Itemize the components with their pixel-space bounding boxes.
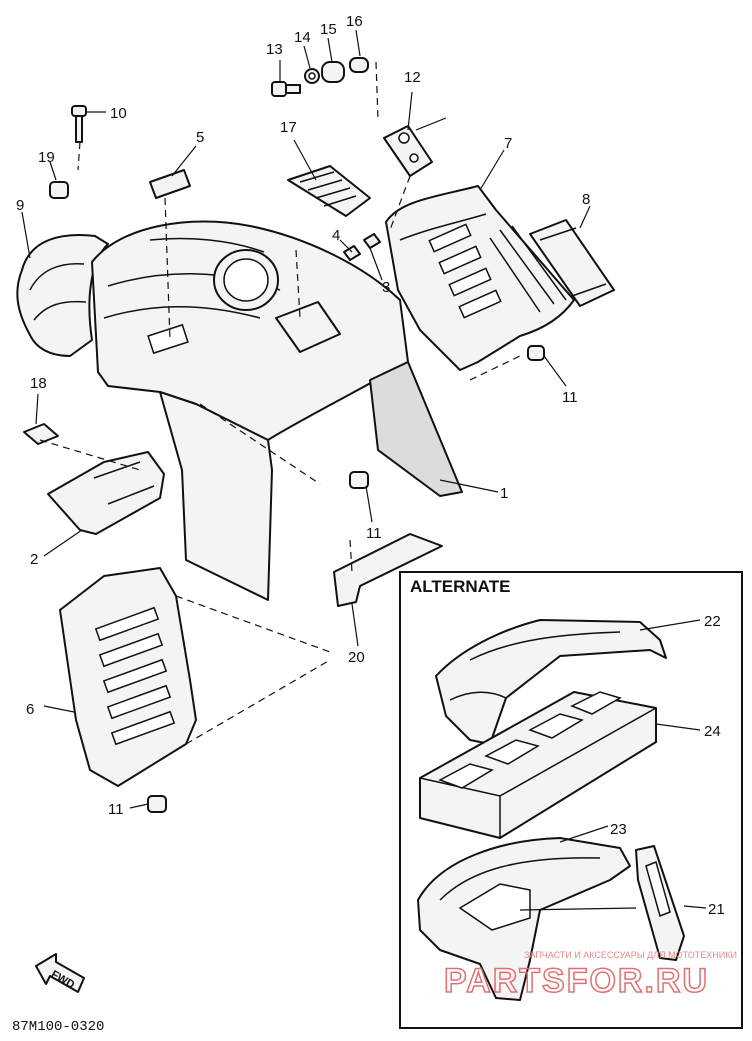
part-18-pad bbox=[23, 423, 59, 445]
callout-8: 8 bbox=[582, 191, 590, 208]
part-12-bracket bbox=[383, 117, 447, 177]
assembly-lines bbox=[39, 61, 521, 745]
alternate-box: ALTERNATE bbox=[399, 571, 743, 1029]
part-23-tray bbox=[417, 837, 631, 1001]
part-22-cover bbox=[435, 619, 667, 745]
part-20-strip bbox=[333, 533, 443, 607]
part-9-front-shell bbox=[16, 234, 109, 357]
callout-2: 2 bbox=[30, 551, 38, 568]
watermark: ЗАПЧАСТИ И АКСЕССУАРЫ ДЛЯ МОТОТЕХНИКИ PA… bbox=[443, 950, 737, 1001]
callout-23: 23 bbox=[610, 821, 627, 838]
callout-7: 7 bbox=[504, 135, 512, 152]
callout-numbers: 1 2 3 4 5 6 7 8 9 10 11 11 11 12 13 14 1… bbox=[16, 13, 590, 818]
callout-3: 3 bbox=[382, 279, 390, 296]
part-5-clip bbox=[149, 169, 191, 199]
callout-21: 21 bbox=[708, 901, 725, 918]
diagram-code: 87M100-0320 bbox=[12, 1019, 104, 1035]
callout-22: 22 bbox=[704, 613, 721, 630]
callout-12: 12 bbox=[404, 69, 421, 86]
callout-13: 13 bbox=[266, 41, 283, 58]
part-1-main-body bbox=[91, 220, 463, 601]
callout-11-center: 11 bbox=[366, 525, 382, 542]
callout-19: 19 bbox=[38, 149, 55, 166]
callout-24: 24 bbox=[704, 723, 721, 740]
part-8-cover-plate bbox=[529, 219, 615, 307]
callout-10: 10 bbox=[110, 105, 127, 122]
part-6-grille-panel bbox=[59, 567, 197, 787]
callout-20: 20 bbox=[348, 649, 365, 666]
part-7-side-panel bbox=[385, 185, 575, 371]
leader-lines bbox=[21, 29, 591, 809]
parts-3-4-pins bbox=[343, 233, 381, 261]
callout-17: 17 bbox=[280, 119, 297, 136]
watermark-line2: PARTSFOR.RU bbox=[444, 962, 709, 1000]
callout-16: 16 bbox=[346, 13, 363, 30]
alternate-title: ALTERNATE bbox=[410, 577, 510, 596]
forward-arrow: FWD bbox=[35, 953, 85, 993]
callout-1: 1 bbox=[500, 485, 508, 502]
callout-11-right: 11 bbox=[562, 389, 578, 406]
callout-15: 15 bbox=[320, 21, 337, 38]
callout-9: 9 bbox=[16, 197, 24, 214]
callout-11-bottom: 11 bbox=[108, 801, 124, 818]
part-2-lower-cover bbox=[47, 451, 165, 535]
part-17-label bbox=[287, 165, 371, 217]
callout-5: 5 bbox=[196, 129, 204, 146]
callout-4: 4 bbox=[332, 227, 340, 244]
part-11-bolts bbox=[147, 345, 545, 813]
part-24-block bbox=[419, 691, 657, 839]
callout-14: 14 bbox=[294, 29, 311, 46]
callout-6: 6 bbox=[26, 701, 34, 718]
callout-18: 18 bbox=[30, 375, 47, 392]
part-19-grommet bbox=[49, 181, 69, 199]
part-10-screw bbox=[71, 105, 87, 143]
parts-13-16-hardware bbox=[271, 57, 369, 97]
part-21-gasket bbox=[635, 845, 685, 961]
watermark-line1: ЗАПЧАСТИ И АКСЕССУАРЫ ДЛЯ МОТОТЕХНИКИ bbox=[524, 950, 737, 960]
